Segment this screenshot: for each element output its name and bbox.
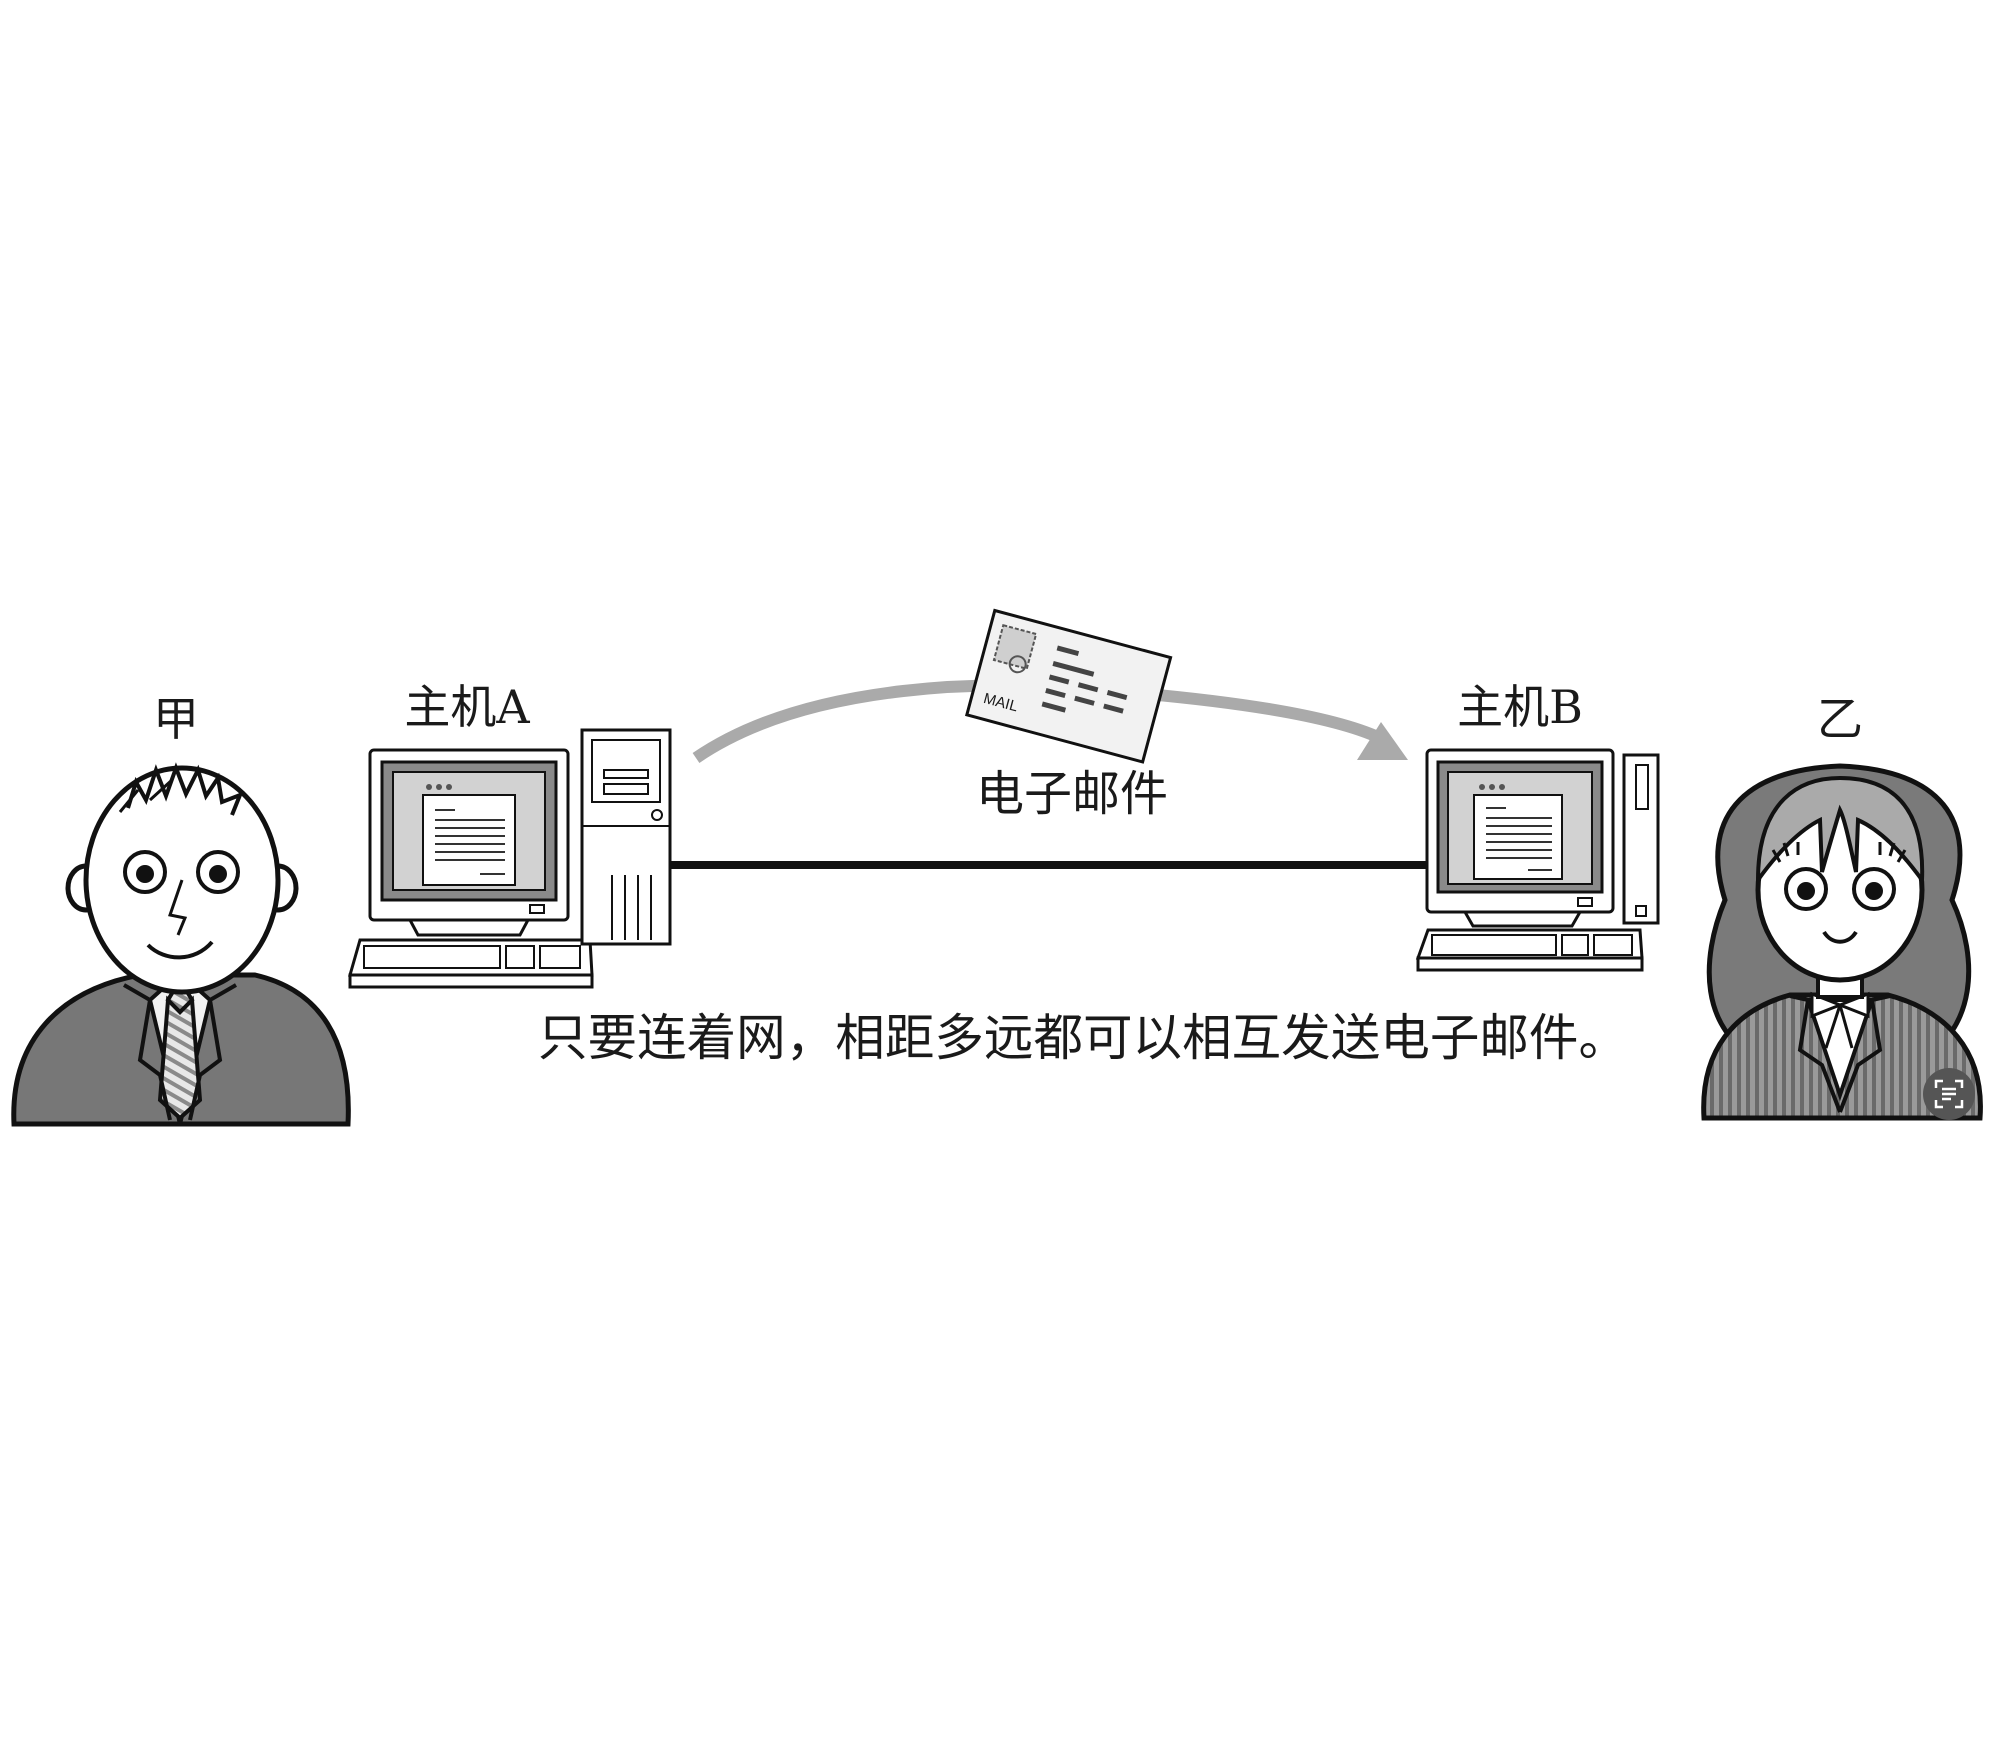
- caption: 只要连着网，相距多远都可以相互发送电子邮件。: [538, 1009, 1628, 1067]
- email-label: 电子邮件: [976, 766, 1168, 822]
- scan-text-button[interactable]: [1923, 1068, 1975, 1120]
- person-a-label: 甲: [153, 692, 199, 746]
- host-a-label: 主机A: [404, 680, 530, 734]
- host-b-label: 主机B: [1457, 680, 1583, 734]
- person-b-figure: [1701, 763, 1983, 1121]
- scan-text-icon: [1934, 1079, 1964, 1109]
- host-a-computer: [348, 728, 672, 989]
- person-a-figure: [11, 762, 351, 1127]
- mail-envelope-icon: MAIL: [964, 608, 1173, 764]
- host-b-computer: [1415, 748, 1660, 972]
- person-b-label: 乙: [1817, 692, 1863, 746]
- arrowhead: [1357, 722, 1408, 760]
